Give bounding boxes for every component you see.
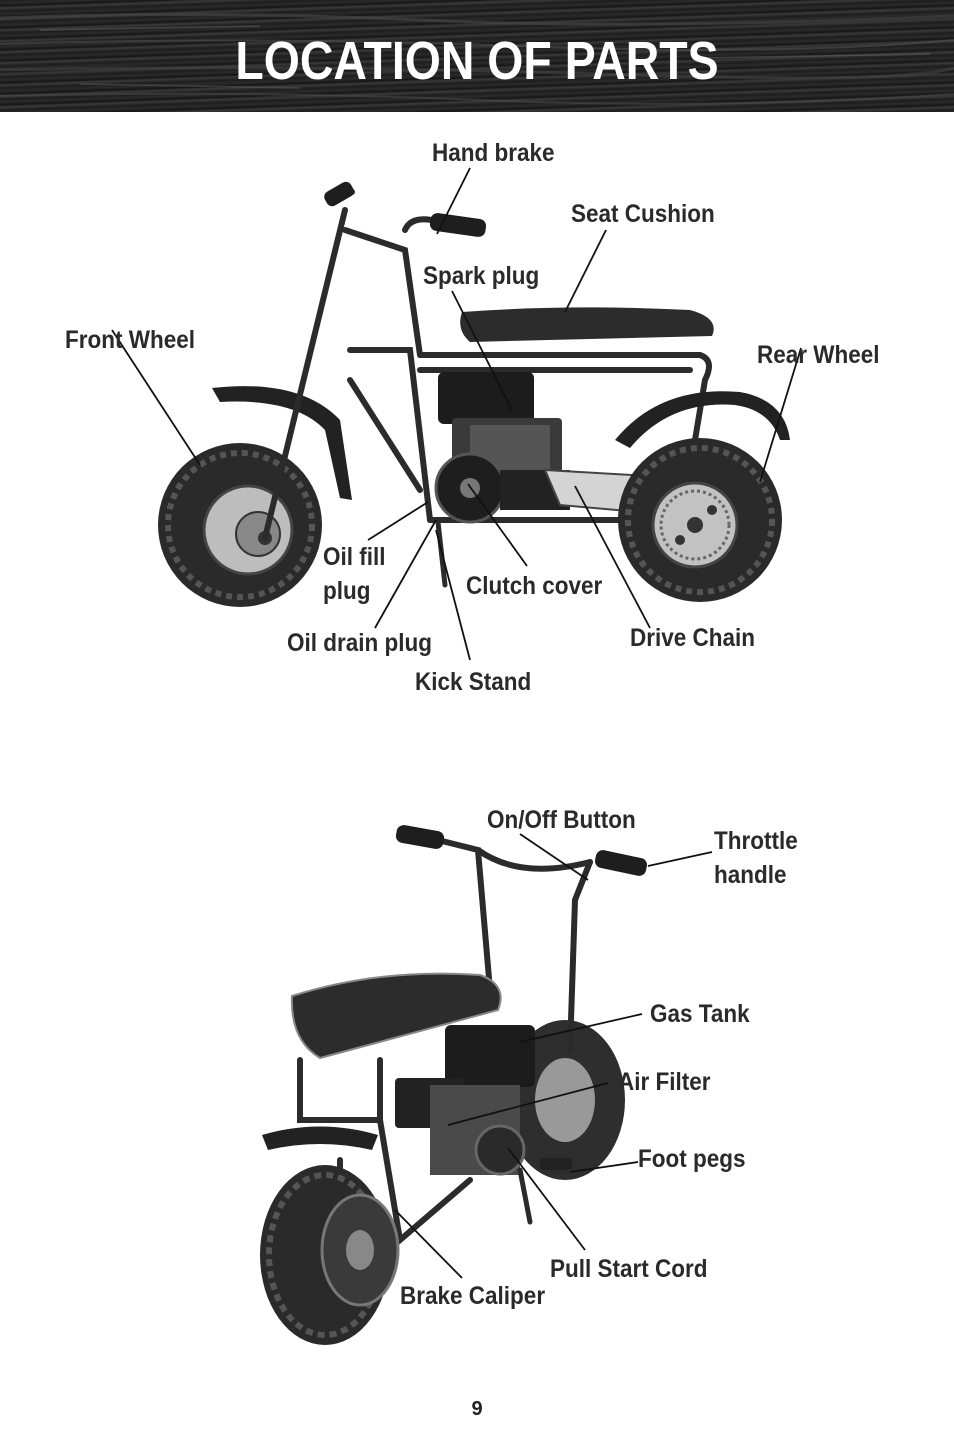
- rear-engine-graphic: [395, 1025, 535, 1176]
- label-spark-plug: Spark plug: [423, 262, 540, 290]
- foot-peg-graphic: [540, 1158, 572, 1170]
- label-throttle-handle-line2: handle: [714, 861, 787, 889]
- label-brake-caliper: Brake Caliper: [400, 1282, 546, 1310]
- label-oil-drain-plug: Oil drain plug: [287, 629, 432, 657]
- label-on-off-button: On/Off Button: [487, 806, 636, 834]
- label-seat-cushion: Seat Cushion: [571, 200, 715, 228]
- side-view-illustration: [111, 167, 802, 661]
- seat-graphic: [460, 307, 714, 342]
- label-drive-chain: Drive Chain: [630, 624, 756, 652]
- label-kick-stand: Kick Stand: [415, 668, 532, 696]
- page-number: 9: [471, 1398, 483, 1420]
- left-grip-graphic: [395, 825, 445, 849]
- rear-seat-graphic: [290, 972, 502, 1060]
- banner-texture: [0, 12, 954, 105]
- front-wheel-graphic: [158, 443, 322, 607]
- rear-view-wheel-graphic: [260, 1165, 400, 1345]
- rear-fender-graphic: [615, 391, 790, 448]
- label-rear-wheel: Rear Wheel: [757, 341, 880, 369]
- engine-graphic: [434, 372, 570, 524]
- label-front-wheel: Front Wheel: [65, 326, 195, 354]
- rear-wheel-graphic: [618, 438, 782, 602]
- header-banner: LOCATION OF PARTS: [0, 0, 954, 112]
- label-clutch-cover: Clutch cover: [466, 572, 603, 600]
- label-oil-fill-plug-line2: plug: [323, 577, 371, 605]
- label-hand-brake: Hand brake: [432, 139, 555, 167]
- front-fender-graphic: [212, 386, 352, 500]
- page-title: LOCATION OF PARTS: [235, 31, 719, 91]
- rear-view-leader-lines: [394, 833, 713, 1279]
- label-pull-start-cord: Pull Start Cord: [550, 1255, 708, 1283]
- label-oil-fill-plug-line1: Oil fill: [323, 543, 386, 571]
- throttle-grip-graphic: [594, 850, 648, 876]
- label-gas-tank: Gas Tank: [650, 1000, 750, 1028]
- frame-graphic: [262, 189, 712, 541]
- label-foot-pegs: Foot pegs: [638, 1145, 746, 1173]
- label-air-filter: Air Filter: [618, 1068, 711, 1096]
- rear-view-fender-graphic: [262, 1126, 378, 1150]
- side-view-leader-lines: [111, 167, 802, 661]
- label-throttle-handle-line1: Throttle: [714, 827, 798, 855]
- minibike-side-view: [158, 181, 790, 607]
